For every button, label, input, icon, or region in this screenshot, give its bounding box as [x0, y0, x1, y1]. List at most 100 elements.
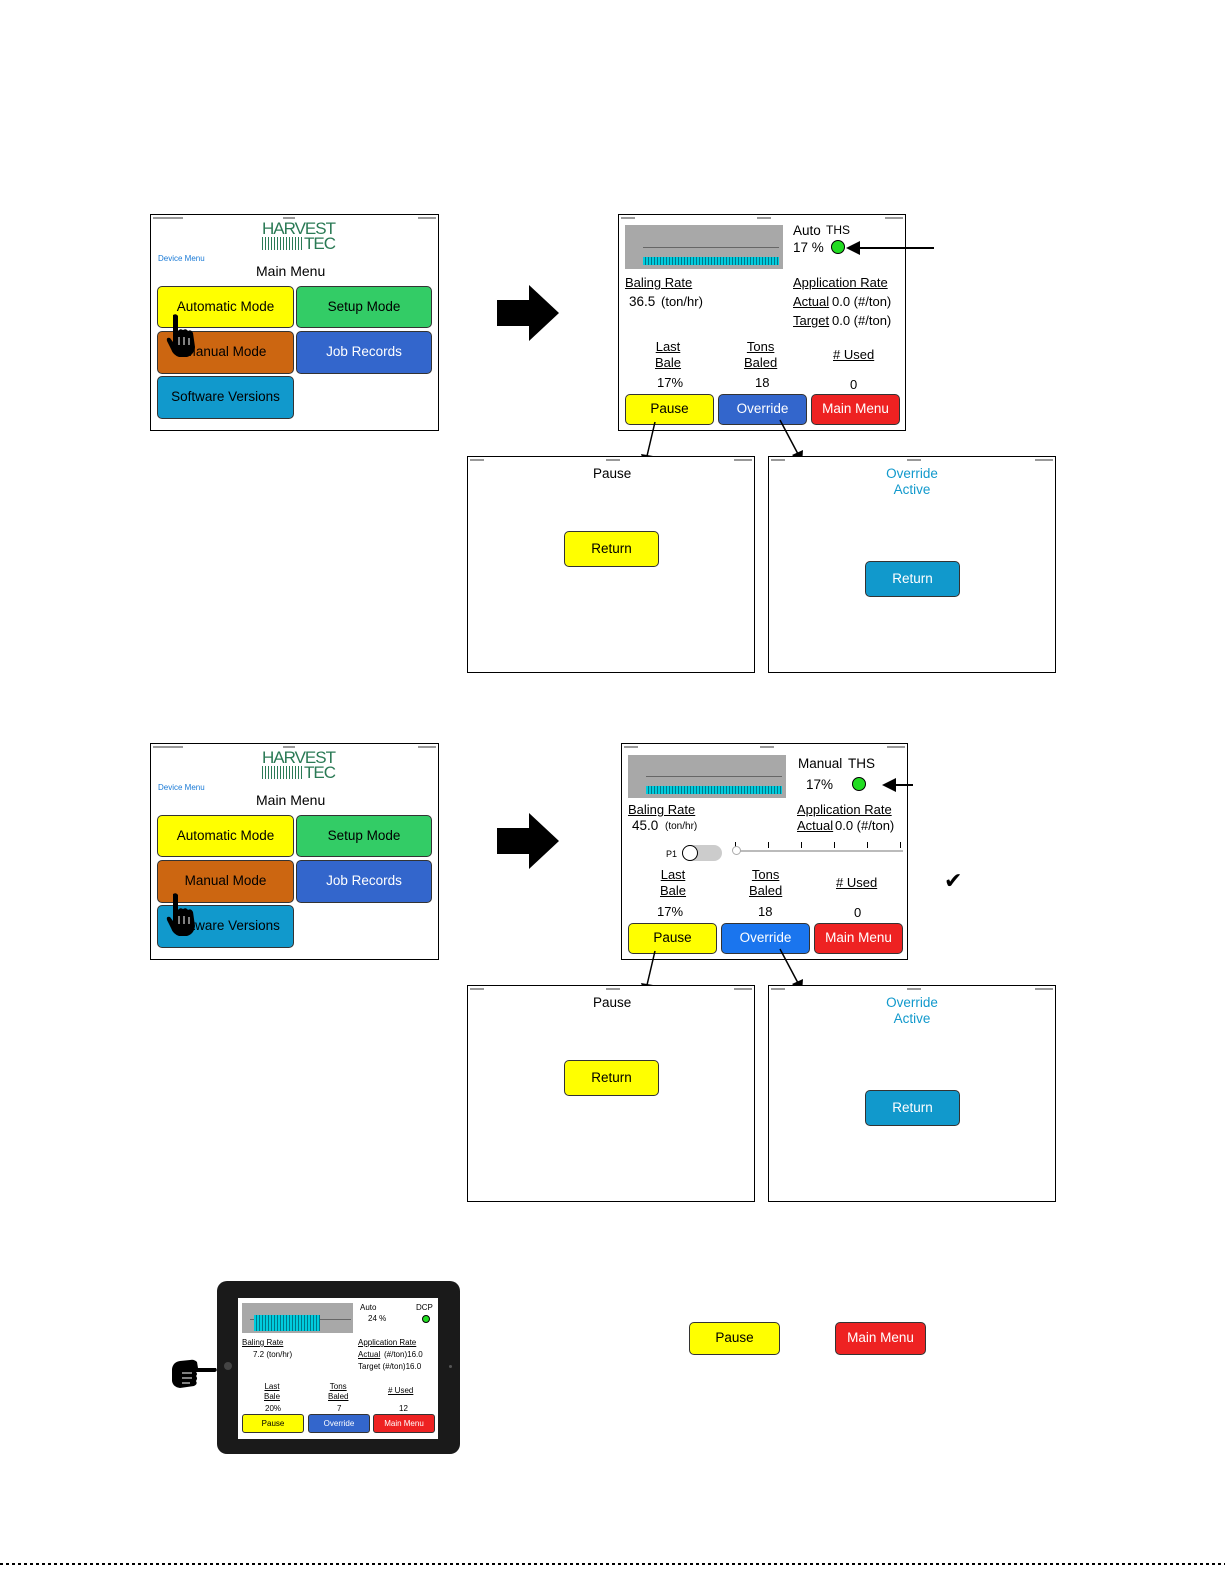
- device-menu-link[interactable]: Device Menu: [158, 783, 205, 792]
- status-indicator-icon: [422, 1315, 430, 1323]
- manual-mode-screen: Manual THS 17% Baling Rate 45.0 (ton/hr)…: [621, 743, 908, 960]
- callout-arrow-line: [893, 784, 913, 786]
- tons-baled-label-line-1: Tons: [329, 1382, 347, 1391]
- pause-button[interactable]: Pause: [625, 394, 714, 425]
- last-bale-label-line-2: Bale: [264, 1392, 281, 1401]
- moisture-value: 17 %: [793, 240, 824, 255]
- slider-tick: [801, 842, 802, 848]
- chart-moisture-bars: [643, 257, 779, 265]
- tons-baled-value: 18: [755, 375, 770, 390]
- status-indicator-icon: [831, 240, 845, 254]
- pointing-hand-icon: [172, 1359, 217, 1388]
- pause-button[interactable]: Pause: [628, 923, 717, 954]
- logo-tec: TEC: [304, 763, 336, 782]
- override-button[interactable]: Override: [718, 394, 807, 425]
- return-button[interactable]: Return: [564, 531, 659, 567]
- slider-tick: [900, 842, 901, 848]
- return-button[interactable]: Return: [865, 1090, 960, 1126]
- tons-baled-value: 18: [758, 904, 773, 919]
- main-menu-title: Main Menu: [256, 263, 326, 279]
- tons-baled-label-line-1: Tons: [751, 867, 780, 882]
- tons-baled-label-line-2: Baled: [328, 1392, 349, 1401]
- baling-rate-value: 45.0: [632, 818, 659, 833]
- status-bar: [771, 458, 1053, 462]
- target-value: Target (#/ton)16.0: [358, 1362, 422, 1371]
- p1-label: P1: [666, 849, 678, 859]
- used-label: # Used: [836, 875, 878, 890]
- override-button[interactable]: Override: [721, 923, 810, 954]
- tablet-home-button[interactable]: [224, 1362, 232, 1370]
- setup-mode-button[interactable]: Setup Mode: [296, 286, 432, 328]
- target-value: 0.0 (#/ton): [832, 313, 892, 328]
- used-label: # Used: [833, 347, 875, 362]
- right-arrow-icon: [497, 285, 559, 341]
- device-menu-link[interactable]: Device Menu: [158, 254, 205, 263]
- override-title-line-2: Active: [893, 1011, 931, 1026]
- job-records-button[interactable]: Job Records: [296, 331, 432, 374]
- pause-title: Pause: [593, 466, 632, 481]
- baling-rate-label: Baling Rate: [625, 275, 693, 290]
- target-label: Target: [793, 313, 830, 328]
- chart-moisture-bars: [646, 786, 782, 794]
- arrowhead-icon: [846, 241, 860, 255]
- status-bar: [624, 745, 905, 749]
- main-menu-screen-1: HARVEST TEC Device Menu Main Menu Automa…: [150, 214, 439, 431]
- last-bale-value: 17%: [657, 904, 684, 919]
- sensor-label: DCP: [416, 1303, 433, 1312]
- chart-threshold-line: [646, 776, 782, 777]
- automatic-mode-button[interactable]: Automatic Mode: [157, 815, 294, 857]
- last-bale-label-line-1: Last: [660, 867, 686, 882]
- status-bar: [153, 745, 436, 749]
- main-menu-button[interactable]: Main Menu: [373, 1414, 435, 1433]
- return-button[interactable]: Return: [865, 561, 960, 597]
- setup-mode-button[interactable]: Setup Mode: [296, 815, 432, 857]
- rate-slider-track[interactable]: [735, 850, 903, 852]
- last-bale-value: 17%: [657, 375, 684, 390]
- moisture-history-chart: [242, 1303, 353, 1333]
- sensor-label: THS: [848, 756, 875, 771]
- slider-tick: [867, 842, 868, 848]
- used-value: 0: [850, 377, 858, 392]
- pause-button[interactable]: Pause: [242, 1414, 304, 1433]
- last-bale-label-line-2: Bale: [655, 355, 682, 370]
- tons-baled-label-line-2: Baled: [744, 355, 778, 370]
- pause-screen-1: Pause Return: [467, 456, 755, 673]
- job-records-button[interactable]: Job Records: [296, 860, 432, 903]
- baling-rate-value: 36.5: [629, 294, 656, 309]
- logo-tec: TEC: [304, 234, 336, 253]
- rate-slider-thumb[interactable]: [732, 846, 741, 855]
- main-menu-button[interactable]: Main Menu: [814, 923, 903, 954]
- tons-baled-label-line-2: Baled: [749, 883, 783, 898]
- actual-label: Actual: [797, 818, 834, 833]
- tablet-camera: [449, 1365, 452, 1368]
- main-menu-button[interactable]: Main Menu: [811, 394, 900, 425]
- pointing-hand-icon: [166, 893, 195, 936]
- baling-rate-value: 7.2 (ton/hr): [253, 1350, 293, 1359]
- arrowhead-icon: [882, 778, 896, 792]
- override-button[interactable]: Override: [308, 1414, 370, 1433]
- p1-toggle-switch[interactable]: [682, 845, 722, 861]
- rate-slider-scale: [735, 834, 903, 848]
- actual-label: Actual: [793, 294, 830, 309]
- page-bottom-line: [0, 1563, 1225, 1565]
- pause-screen-2: Pause Return: [467, 985, 755, 1202]
- used-value: 12: [399, 1404, 408, 1413]
- status-bar: [153, 216, 436, 220]
- return-button[interactable]: Return: [564, 1060, 659, 1096]
- tons-baled-label-line-1: Tons: [746, 339, 775, 354]
- manual-mode-button[interactable]: Manual Mode: [157, 860, 294, 903]
- moisture-history-chart: [625, 225, 783, 269]
- pause-button-legend[interactable]: Pause: [689, 1322, 780, 1355]
- main-menu-button-legend[interactable]: Main Menu: [835, 1322, 926, 1355]
- status-indicator-icon: [852, 777, 866, 791]
- automatic-mode-button[interactable]: Automatic Mode: [157, 286, 294, 328]
- pointing-hand-icon: [166, 314, 195, 357]
- software-versions-button[interactable]: Software Versions: [157, 376, 294, 419]
- application-rate-label: Application Rate: [793, 275, 888, 290]
